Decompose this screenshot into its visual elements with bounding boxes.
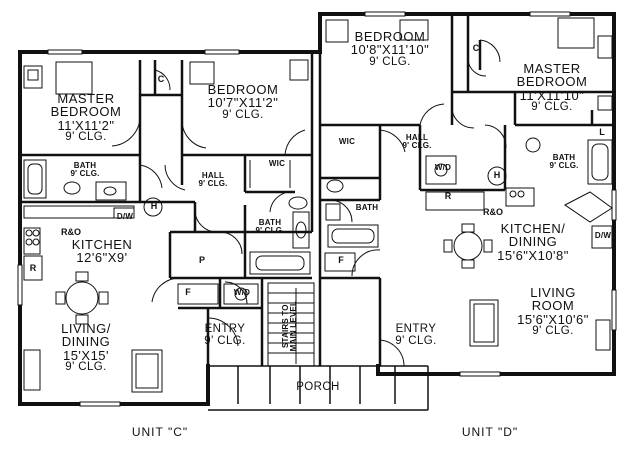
unit-c-wic-label: WIC — [268, 159, 286, 168]
unit-c-master-bedroom-label: MASTER BEDROOM 11'X11'2" 9' CLG. — [36, 92, 136, 143]
unit-d-master-bedroom-label: MASTER BEDROOM 11'X11'10" 9' CLG. — [498, 62, 606, 113]
unit-d-bath-1-label: BATH — [355, 203, 379, 212]
unit-c-hall-name: HALL — [201, 171, 225, 180]
unit-d-dw-label: D/W — [594, 231, 612, 240]
unit-d-hall-clg: 9' CLG. — [402, 141, 432, 151]
unit-c-kitchen-dims: 12'6"X9' — [76, 250, 128, 266]
windows — [17, 11, 617, 407]
unit-c-closet-label: C — [157, 74, 165, 84]
unit-c-hall-clg: 9' CLG. — [198, 179, 228, 189]
unit-c-entry-label: ENTRY 9' CLG. — [190, 323, 260, 347]
unit-c-entry-clg: 9' CLG. — [204, 334, 246, 347]
unit-d-living-dims: 15'6"X10'6" — [517, 311, 589, 327]
unit-d-bath-2-label: BATH 9' CLG. — [542, 153, 586, 171]
unit-d-wd-label: W/D — [434, 163, 452, 172]
unit-d-kitchen-dims: 15'6"X10'8" — [497, 247, 569, 263]
unit-d-master-dims: 11'X11'10" — [519, 87, 585, 103]
unit-c-master-dims: 11'X11'2" — [57, 117, 115, 133]
unit-c-bath-2-name: BATH — [258, 218, 282, 227]
unit-d-kitchen-name-1: KITCHEN/ — [500, 221, 566, 236]
stairs-label-line-2: MAIN LEVEL — [289, 300, 298, 352]
unit-c-water-heater-label: H — [150, 201, 158, 211]
porch-label: PORCH — [296, 381, 340, 393]
unit-c-ro-label: R&O — [61, 227, 81, 237]
unit-c-bedroom-name: BEDROOM — [207, 82, 279, 97]
unit-c-bedroom-label: BEDROOM 10'7"X11'2" 9' CLG. — [188, 83, 298, 121]
unit-c-dw-label: D/W — [116, 212, 134, 221]
unit-d-living-name-1: LIVING — [530, 285, 576, 300]
unit-c-pantry-label: P — [198, 255, 205, 265]
unit-d-entry-label: ENTRY 9' CLG. — [376, 323, 456, 347]
unit-c-bath-2-clg: 9' CLG. — [255, 226, 285, 236]
unit-d-master-name-1: MASTER — [523, 61, 581, 76]
unit-c-kitchen-label: KITCHEN 12'6"X9' — [52, 238, 152, 265]
unit-c-bedroom-dims: 10'7"X11'2" — [207, 95, 279, 111]
stairs-label: STAIRS TO MAIN LEVEL — [281, 288, 298, 364]
unit-d-title: UNIT "D" — [461, 425, 519, 439]
unit-c-fridge-label: R — [29, 263, 37, 273]
unit-d-living-label: LIVING ROOM 15'6"X10'6" 9' CLG. — [504, 286, 602, 337]
unit-c-living-label: LIVING/ DINING 15'X15' 9' CLG. — [36, 322, 136, 373]
unit-c-master-name-1: MASTER — [57, 91, 115, 106]
unit-c-living-dims: 15'X15' — [62, 347, 110, 363]
unit-c-furnace-label: F — [185, 287, 191, 297]
unit-c-bath-1-clg: 9' CLG. — [70, 169, 100, 179]
unit-d-kitchen-label: KITCHEN/ DINING 15'6"X10'8" — [478, 222, 588, 262]
unit-c-kitchen-name: KITCHEN — [71, 237, 133, 252]
unit-d-furnace-label: F — [338, 255, 344, 265]
unit-d-entry-clg: 9' CLG. — [395, 334, 437, 347]
unit-d-bedroom-dims: 10'8"X11'10" — [350, 42, 430, 58]
unit-c-bedroom-clg: 9' CLG. — [222, 108, 264, 121]
porch — [208, 365, 429, 411]
unit-d-linen-label: L — [599, 127, 605, 137]
unit-c-wd-label: W/D — [233, 288, 251, 297]
unit-d-fridge-label: R — [444, 191, 452, 201]
unit-d-bath-2-clg: 9' CLG. — [549, 161, 579, 171]
unit-d-water-heater-label: H — [493, 170, 501, 180]
unit-c-living-name-1: LIVING/ — [61, 321, 111, 336]
unit-d-bath-2-name: BATH — [552, 153, 576, 162]
fixtures — [23, 17, 613, 393]
unit-c-bath-2-label: BATH 9' CLG. — [248, 218, 292, 236]
unit-c-master-clg: 9' CLG. — [65, 130, 107, 143]
unit-d-living-clg: 9' CLG. — [532, 324, 574, 337]
interior-walls-c — [20, 52, 314, 366]
unit-d-hall-name: HALL — [405, 133, 429, 142]
unit-d-master-name-2: BEDROOM — [516, 74, 588, 90]
unit-d-bedroom-clg: 9' CLG. — [369, 55, 411, 68]
unit-c-hall-label: HALL 9' CLG. — [188, 171, 238, 189]
unit-c-living-name-2: DINING — [61, 334, 111, 350]
unit-d-wic-label: WIC — [338, 137, 356, 146]
unit-c-master-name-2: BEDROOM — [50, 104, 122, 120]
unit-c-bath-1-label: BATH 9' CLG. — [60, 161, 110, 179]
unit-d-hall-label: HALL 9' CLG. — [392, 133, 442, 151]
unit-d-closet-label: C — [472, 43, 480, 53]
unit-d-bedroom-name: BEDROOM — [354, 29, 426, 44]
unit-c-entry-name: ENTRY — [204, 323, 246, 335]
unit-c-living-clg: 9' CLG. — [65, 360, 107, 373]
unit-c-title: UNIT "C" — [131, 425, 189, 439]
unit-d-master-clg: 9' CLG. — [531, 100, 573, 113]
unit-d-bedroom-label: BEDROOM 10'8"X11'10" 9' CLG. — [328, 30, 452, 68]
unit-d-kitchen-name-2: DINING — [508, 234, 558, 250]
unit-d-ro-label: R&O — [483, 207, 503, 217]
unit-d-entry-name: ENTRY — [395, 323, 437, 335]
unit-c-bath-1-name: BATH — [73, 161, 97, 170]
unit-d-living-name-2: ROOM — [531, 298, 575, 314]
